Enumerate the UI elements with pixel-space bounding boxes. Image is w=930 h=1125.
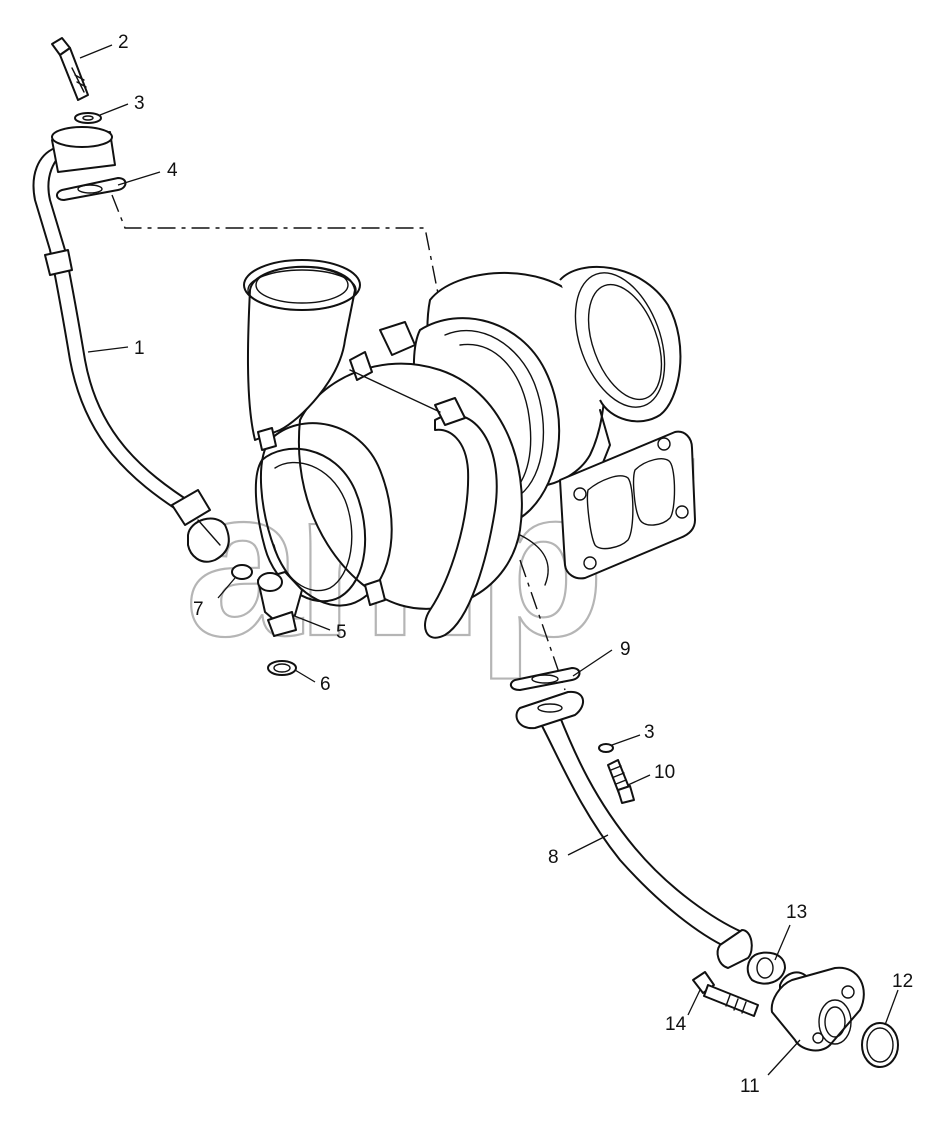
callout-11: 11 <box>740 1076 760 1097</box>
callout-12: 12 <box>892 971 913 992</box>
oil-feed-tube <box>32 37 230 563</box>
callout-6: 6 <box>320 674 331 695</box>
callout-9: 9 <box>620 639 631 660</box>
callout-10: 10 <box>654 762 675 783</box>
turbocharger-assembly <box>243 259 696 639</box>
callout-2: 2 <box>118 32 129 53</box>
callout-1: 1 <box>134 338 145 359</box>
oil-drain-tube <box>509 667 753 969</box>
callout-7: 7 <box>193 599 204 620</box>
callout-3-bottom: 3 <box>644 722 655 743</box>
callout-14: 14 <box>665 1014 687 1035</box>
drain-adapter-group <box>692 951 899 1068</box>
elbow-fitting-group <box>231 564 303 676</box>
callout-8: 8 <box>548 847 559 868</box>
callout-13: 13 <box>786 902 807 923</box>
callout-5: 5 <box>336 622 347 643</box>
callout-labels: 2 3 4 1 5 6 7 8 9 3 10 11 12 13 14 <box>118 32 913 1097</box>
callout-4: 4 <box>167 160 178 181</box>
callout-3-top: 3 <box>134 93 145 114</box>
leader-lines <box>79 44 899 1076</box>
